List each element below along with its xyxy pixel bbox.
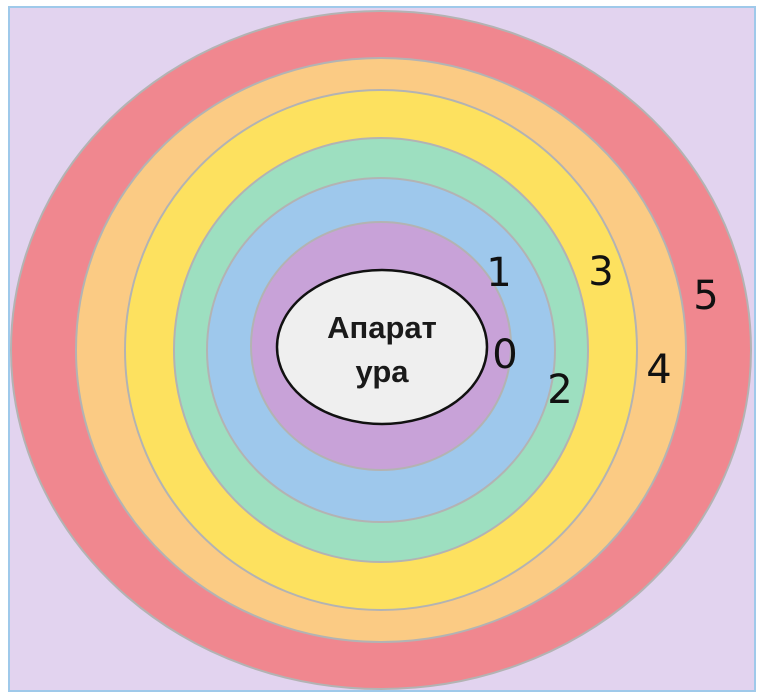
- center-label-line-2: ура: [355, 354, 409, 389]
- center-label-line-1: Апарат: [327, 310, 437, 345]
- ring-label-5: 5: [693, 273, 718, 319]
- ring-label-2: 2: [547, 367, 572, 413]
- ring-label-0: 0: [492, 332, 517, 378]
- center-ellipse: [275, 268, 489, 426]
- ring-label-4: 4: [646, 347, 671, 393]
- ring-label-1: 1: [486, 250, 511, 296]
- ring-label-3: 3: [588, 249, 613, 295]
